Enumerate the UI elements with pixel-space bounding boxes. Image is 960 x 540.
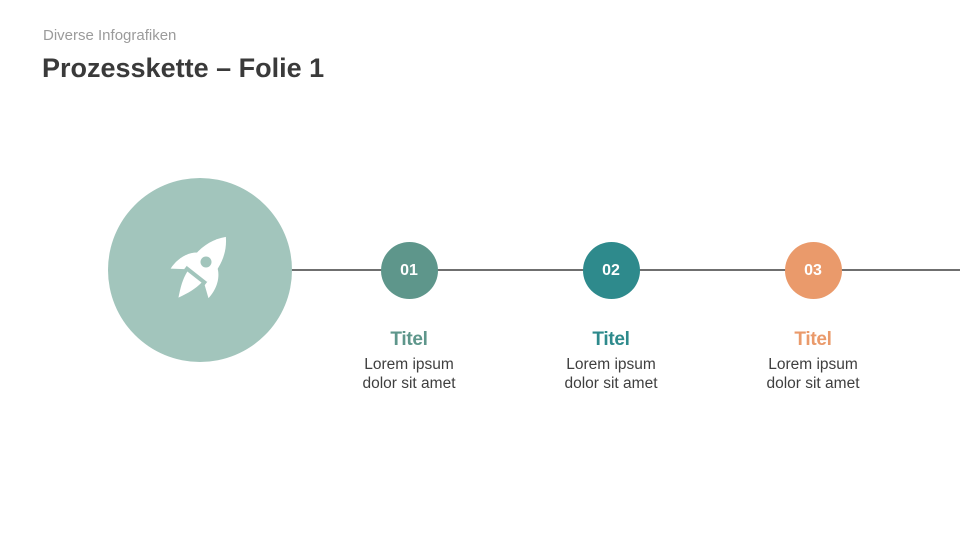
step-description: Lorem ipsum dolor sit amet [339, 355, 479, 393]
step-number: 01 [400, 261, 418, 279]
step-description-line: dolor sit amet [564, 375, 658, 392]
process-step-1: 01 Titel Lorem ipsum dolor sit amet [339, 242, 479, 393]
process-step-3: 03 Titel Lorem ipsum dolor sit amet [743, 242, 883, 393]
step-number-badge: 02 [582, 242, 640, 299]
step-description-line: dolor sit amet [766, 375, 860, 392]
step-number: 03 [804, 261, 822, 279]
step-description-line: Lorem ipsum [768, 356, 858, 373]
slide-title: Prozesskette – Folie 1 [42, 53, 325, 83]
hero-circle [108, 178, 292, 362]
step-number: 02 [602, 261, 620, 279]
step-description-line: Lorem ipsum [364, 356, 454, 373]
step-description: Lorem ipsum dolor sit amet [743, 355, 883, 393]
step-title: Titel [390, 329, 428, 350]
step-number-badge: 03 [784, 242, 842, 299]
step-title: Titel [592, 329, 630, 350]
step-description-line: dolor sit amet [362, 375, 456, 392]
rocket-icon [170, 236, 226, 299]
step-title: Titel [794, 329, 832, 350]
step-number-badge: 01 [380, 242, 438, 299]
slide-subtitle: Diverse Infografiken [43, 27, 177, 44]
step-description-line: Lorem ipsum [566, 356, 656, 373]
process-step-2: 02 Titel Lorem ipsum dolor sit amet [541, 242, 681, 393]
step-description: Lorem ipsum dolor sit amet [541, 355, 681, 393]
